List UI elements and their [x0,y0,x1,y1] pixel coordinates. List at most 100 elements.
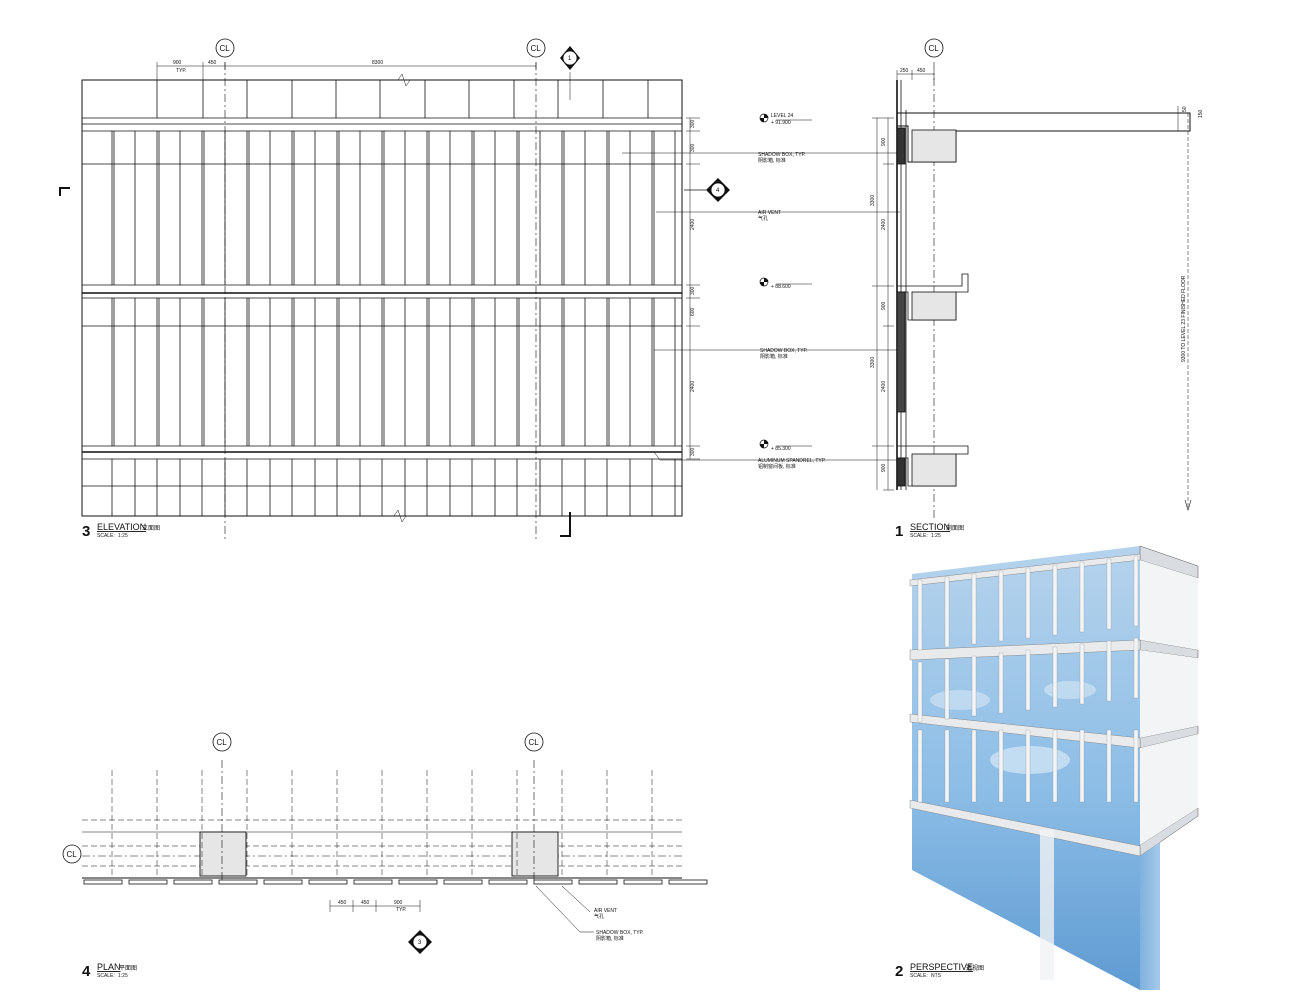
sec-dim-v3: 900 [881,301,887,310]
plan-glass-panel [668,879,708,885]
perspective-fin [998,729,1004,803]
perspective-fin [1079,729,1085,803]
plan-dim-450a: 450 [338,900,347,906]
cl-label: CL [217,738,228,747]
plan-dim-450b: 450 [361,900,370,906]
perspective-fin [1079,643,1085,705]
level-marker-24: LEVEL 24 + 91.900 [759,113,794,126]
perspective-number: 2 [895,963,903,980]
plan-shadow-box-cn: 阴影箱, 标准 [596,935,624,942]
sec-dim-v5: 2400 [881,381,887,392]
plan-glass-panel [83,879,123,885]
plan-air-vent: AIR VENT [594,908,617,914]
annotation-leaders [622,119,900,461]
perspective-fin [944,729,950,803]
cl-label: CL [929,44,940,53]
plan-glass-panel [443,879,483,885]
plan-glass-panel [623,879,663,885]
plan-scale-value: 1:25 [118,973,128,979]
plan-shadow-box: SHADOW BOX, TYP. [596,930,644,936]
perspective-fin [1025,729,1031,803]
plan-dim-text: 450 450 900 TYP. AIR VENT 气孔 SHADOW BOX,… [338,900,644,942]
sec-dim-v4: 3300 [870,357,876,368]
callout-4-label: 4 [716,188,720,194]
plan-gridlines [111,770,653,878]
plan-glass-panel [488,879,528,885]
dim-typ: TYP. [176,68,186,74]
perspective-fin [1052,646,1058,708]
plan-title-cn: 平面图 [119,965,137,972]
perspective-fin [917,661,923,723]
perspective-fin [1133,729,1139,803]
perspective-fin [998,652,1004,714]
title-section: 1 SECTION 剖面图 SCALE: 1:25 [895,522,964,540]
plan-glass-panel [398,879,438,885]
callout-1-label: 1 [568,56,572,62]
elevation-cl-bubbles: CL CL [215,38,546,58]
section-scale-label: SCALE: [910,533,928,539]
section-dim-text: 250 450 50 150 900 3300 2400 900 3300 24… [870,68,1204,472]
plan-glass-panel [218,879,258,885]
perspective-fin [998,570,1004,642]
elevation-mullions [111,80,676,516]
cl-label: CL [67,850,78,859]
perspective-title-cn: 透视图 [966,964,984,972]
elevation-title-cn: 立面图 [142,524,160,532]
plan-glass-panels [83,879,708,885]
cl-label: CL [529,738,540,747]
section-callout-1: 1 [560,46,580,70]
air-vent-label: AIR VENT [758,210,781,216]
dim-right-4: 600 [690,307,696,316]
title-plan: 4 PLAN 平面图 SCALE: 1:25 [82,962,137,980]
sec-dim-50: 50 [1182,106,1188,112]
section-title: SECTION [910,522,950,532]
perspective-scale-label: SCALE: [910,973,928,979]
level-24-label: LEVEL 24 [771,113,794,119]
sec-dim-v2: 2400 [881,219,887,230]
dim-8300: 8300 [372,60,383,66]
dim-right-3: 300 [690,286,696,295]
perspective-scale-value: NTS [931,973,942,979]
section-scale-value: 1:25 [931,533,941,539]
level-24-value: + 91.900 [771,120,791,126]
level-low-value: + 85.300 [771,446,791,452]
section-number: 1 [895,523,903,540]
annotation-text: LEVEL 24 + 91.900 + 88.600 + 85.300 SHAD… [758,113,826,470]
sec-dim-v6: 900 [881,463,887,472]
floor-height-label: 9300 TO LEVEL 23 FINISHED FLOOR [1181,275,1187,362]
plan-glass-panel [263,879,303,885]
perspective-fin [917,729,923,803]
plan-callout-3: 3 [408,930,432,954]
section-title-cn: 剖面图 [946,524,964,532]
air-vent-label-cn: 气孔 [758,215,768,222]
title-elevation: 3 ELEVATION 立面图 SCALE: 1:25 [82,522,160,540]
perspective-fin [917,579,923,651]
perspective-fin [1025,567,1031,639]
plan-glass-panel [533,879,573,885]
perspective-fin [1106,558,1112,630]
perspective-fin [1052,729,1058,803]
plan-glass-panel [308,879,348,885]
callout-3-label: 3 [418,940,422,946]
perspective-fin [1025,649,1031,711]
plan-title: PLAN [97,962,121,972]
dim-900: 900 [173,60,182,66]
shadow-box-label-cn: 阴影箱, 标准 [758,157,786,164]
level-marker-mid: + 88.600 [759,277,791,290]
sec-dim-250: 250 [900,68,909,74]
dim-right-0: 300 [690,119,696,128]
perspective-fin [1133,637,1139,699]
perspective-fin [1079,561,1085,633]
perspective-fin [971,573,977,645]
dim-right-5: 2400 [690,381,696,392]
perspective-fin [1106,640,1112,702]
shadow-box-label-2-cn: 阴影箱, 标准 [760,353,788,360]
dim-450: 450 [208,60,217,66]
elevation-dimensions [59,62,700,537]
sec-dim-450: 450 [917,68,926,74]
plan-dim-typ: TYP. [396,907,406,913]
elevation-dim-text: 900 TYP. 450 8300 300 300 2400 300 600 2… [173,60,696,456]
detail-callout-4: 4 [684,178,730,202]
